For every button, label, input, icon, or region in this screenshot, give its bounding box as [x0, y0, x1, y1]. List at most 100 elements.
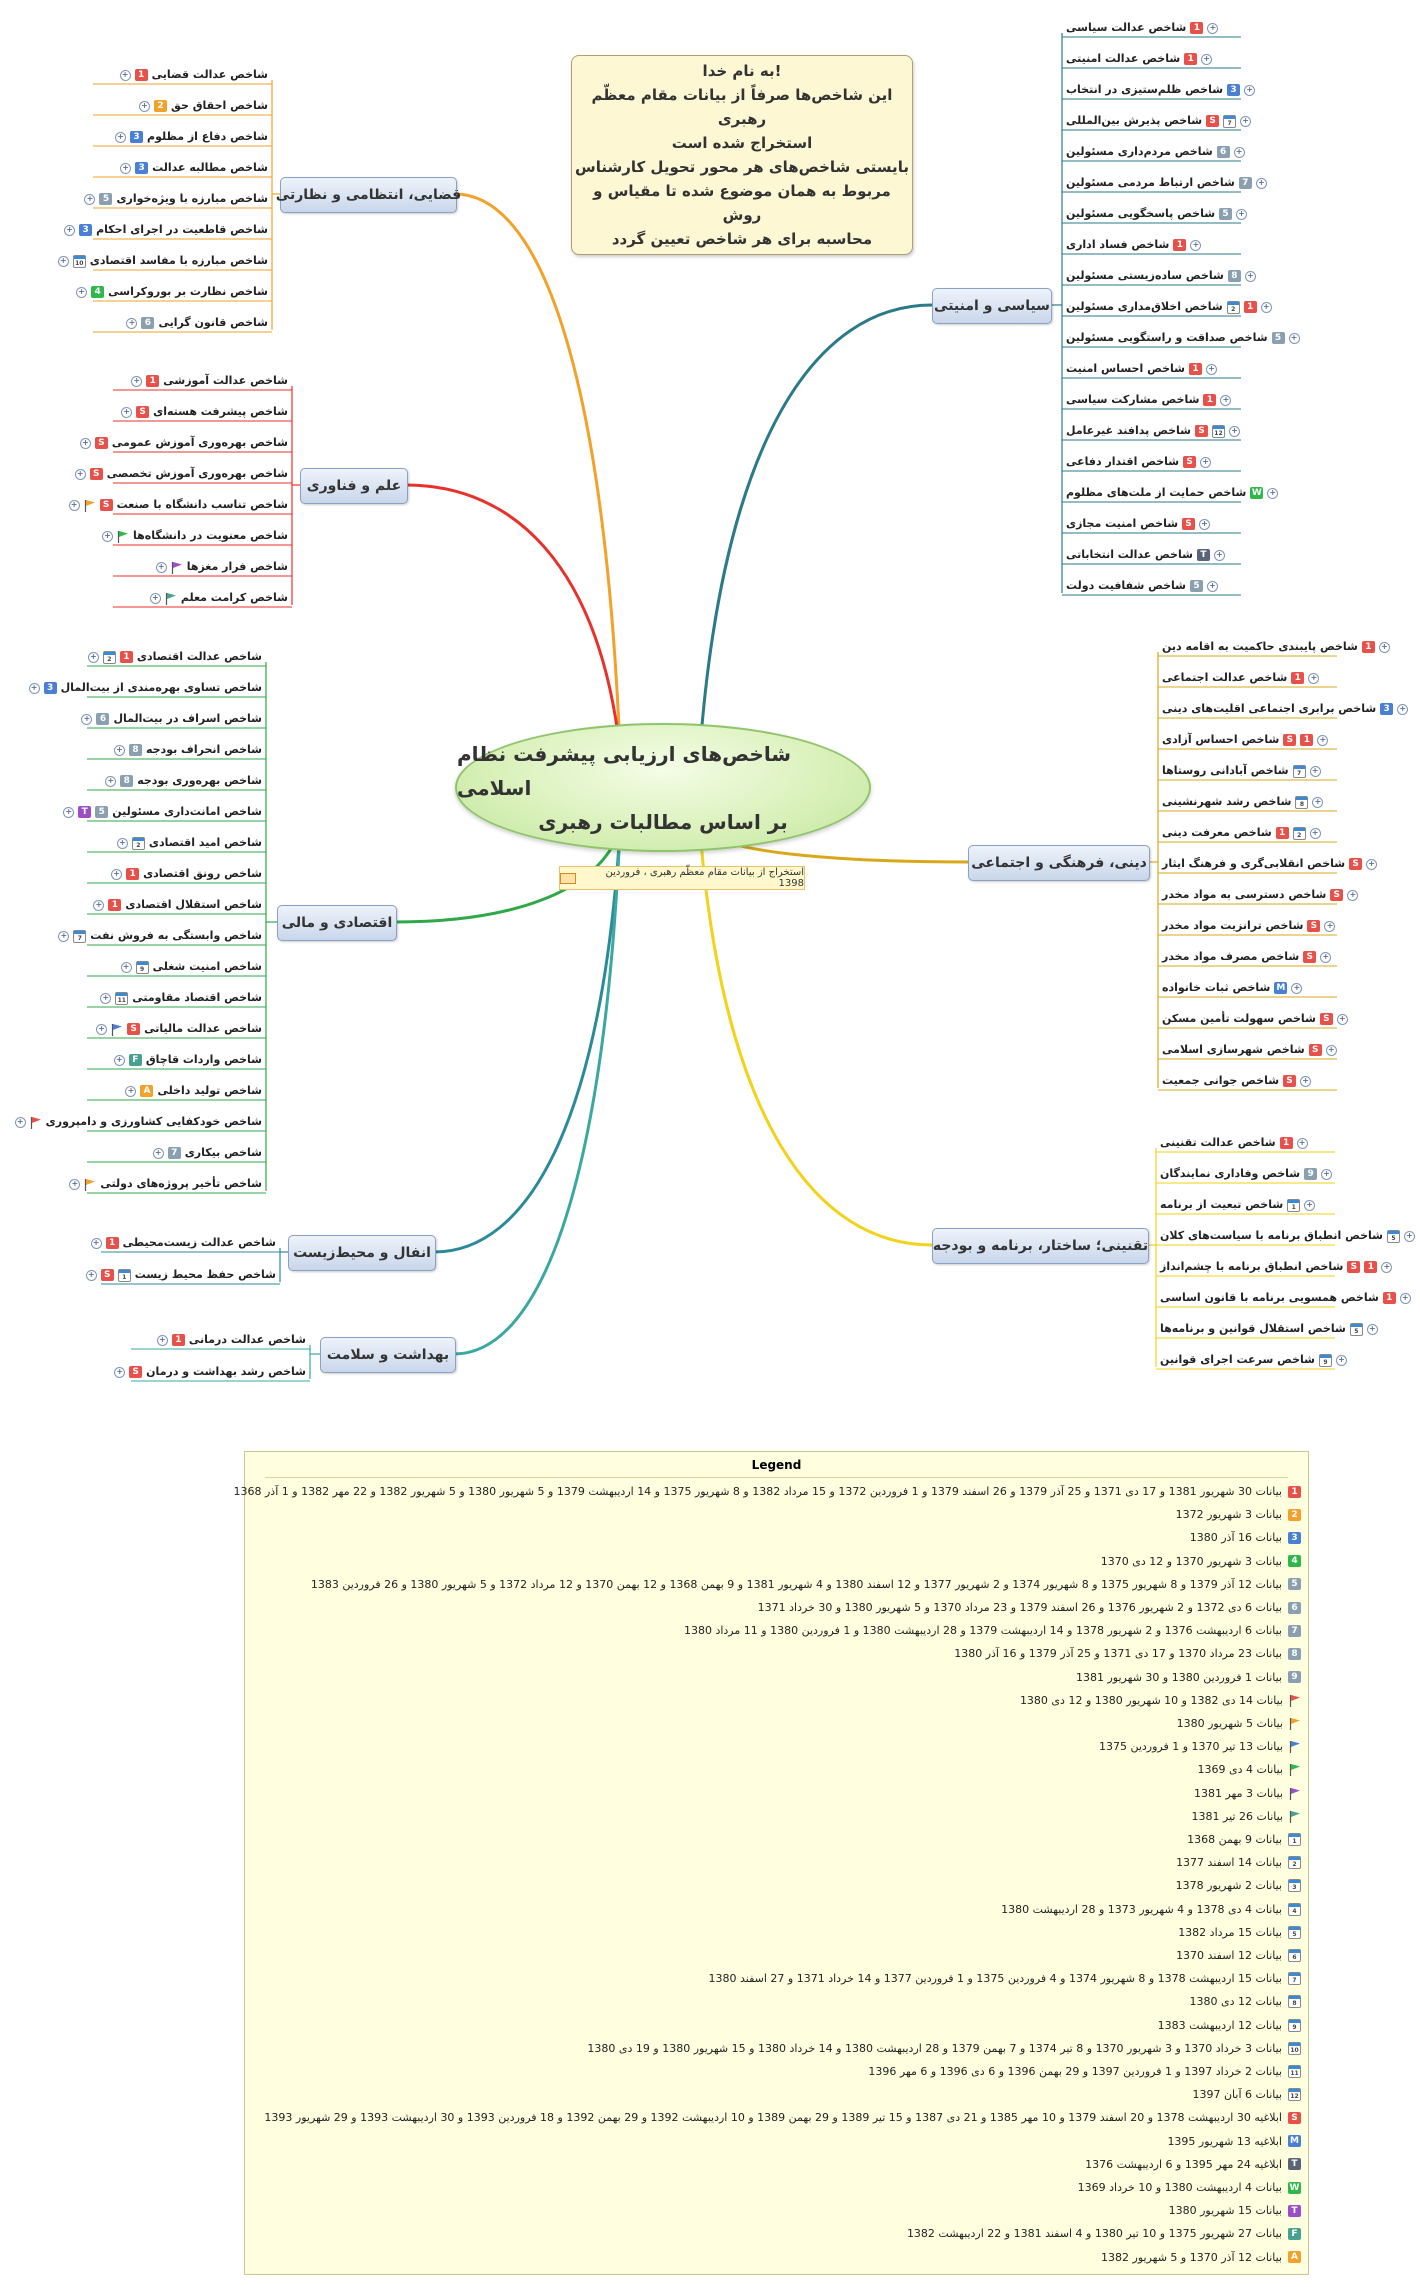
expand-icon[interactable]: +: [1312, 796, 1324, 808]
branch-topic[interactable]: علم و فناوری: [300, 468, 408, 504]
expand-icon[interactable]: +: [101, 530, 113, 542]
expand-icon[interactable]: +: [1378, 641, 1390, 653]
expand-icon[interactable]: +: [1366, 858, 1378, 870]
indicator-item[interactable]: +شاخص خودکفایی کشاورزی و دامپروری: [0, 1107, 262, 1137]
expand-icon[interactable]: +: [1288, 332, 1300, 344]
indicator-item[interactable]: +شاخص کرامت معلم: [0, 583, 288, 613]
expand-icon[interactable]: +: [1228, 425, 1240, 437]
expand-icon[interactable]: +: [131, 375, 143, 387]
expand-icon[interactable]: +: [1347, 889, 1359, 901]
expand-icon[interactable]: +: [1325, 1044, 1337, 1056]
expand-icon[interactable]: +: [87, 651, 99, 663]
expand-icon[interactable]: +: [155, 561, 167, 573]
expand-icon[interactable]: +: [81, 713, 93, 725]
expand-icon[interactable]: +: [120, 961, 132, 973]
expand-icon[interactable]: +: [100, 992, 112, 1004]
expand-icon[interactable]: +: [1260, 301, 1272, 313]
expand-icon[interactable]: +: [1300, 1075, 1312, 1087]
expand-icon[interactable]: +: [120, 162, 132, 174]
expand-icon[interactable]: +: [1335, 1354, 1347, 1366]
expand-icon[interactable]: +: [139, 100, 151, 112]
expand-icon[interactable]: +: [1317, 734, 1329, 746]
expand-icon[interactable]: +: [116, 837, 128, 849]
indicator-item[interactable]: +شاخص فرار مغزها: [0, 552, 288, 582]
expand-icon[interactable]: +: [1244, 84, 1256, 96]
expand-icon[interactable]: +: [1190, 239, 1202, 251]
expand-icon[interactable]: +: [1296, 1137, 1308, 1149]
expand-icon[interactable]: +: [1399, 1292, 1411, 1304]
expand-icon[interactable]: +: [74, 468, 86, 480]
expand-icon[interactable]: +: [113, 1054, 125, 1066]
expand-icon[interactable]: +: [156, 1334, 168, 1346]
expand-icon[interactable]: +: [1267, 487, 1279, 499]
expand-icon[interactable]: +: [111, 868, 123, 880]
expand-icon[interactable]: +: [58, 930, 70, 942]
expand-icon[interactable]: +: [1381, 1261, 1393, 1273]
expand-icon[interactable]: +: [1207, 580, 1219, 592]
expand-icon[interactable]: +: [1324, 920, 1336, 932]
expand-icon[interactable]: +: [1308, 672, 1320, 684]
expand-icon[interactable]: +: [1309, 765, 1321, 777]
expand-icon[interactable]: +: [1233, 146, 1245, 158]
expand-icon[interactable]: +: [125, 1085, 137, 1097]
indicator-item[interactable]: +شاخص معنویت در دانشگاه‌ها: [0, 521, 288, 551]
central-topic[interactable]: شاخص‌های ارزیابی پیشرفت نظام اسلامی بر ا…: [455, 723, 871, 852]
expand-icon[interactable]: +: [126, 317, 138, 329]
branch-topic[interactable]: بهداشت و سلامت: [320, 1337, 456, 1373]
expand-icon[interactable]: +: [1205, 363, 1217, 375]
expand-icon[interactable]: +: [1403, 1230, 1415, 1242]
expand-icon[interactable]: +: [1321, 1168, 1333, 1180]
expand-icon[interactable]: +: [119, 69, 131, 81]
expand-icon[interactable]: +: [1200, 456, 1212, 468]
indicator-item[interactable]: +شاخص تأخیر پروژه‌های دولتی: [0, 1169, 262, 1199]
expand-icon[interactable]: +: [121, 406, 133, 418]
